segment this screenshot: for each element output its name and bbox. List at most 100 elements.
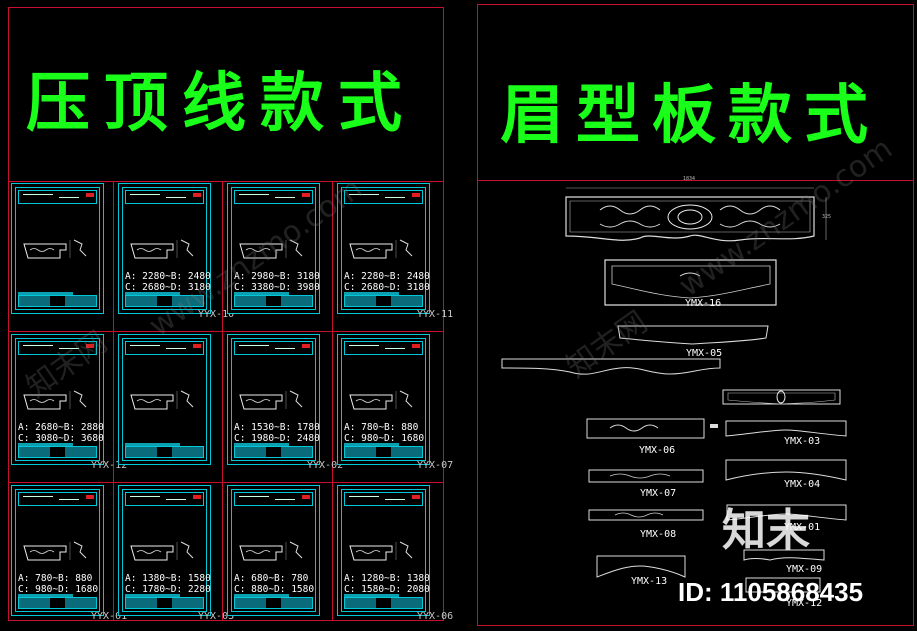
sheet-teal-bar (234, 594, 289, 598)
sheet-border (15, 489, 100, 612)
sheet-border (122, 338, 207, 461)
sheet-border (231, 338, 316, 461)
sheet-border (341, 338, 426, 461)
sheet-teal-bar (18, 443, 73, 447)
sheet-stamp (193, 344, 201, 348)
sheet-header (234, 492, 313, 506)
sheet-title-block (125, 597, 204, 609)
dimension-line-2: C: 2680~D: 3180 (344, 282, 430, 293)
dimension-line-1: A: 2280~B: 2480 (125, 271, 211, 282)
sheet-teal-bar (18, 594, 73, 598)
coping-profile-drawing (130, 541, 194, 561)
dimension-line-1: A: 1380~B: 1580 (125, 573, 211, 584)
piece-label: YMX-05 (686, 348, 723, 359)
sheet-teal-bar (125, 594, 180, 598)
dimension-line-2: C: 1980~D: 2480 (234, 433, 320, 444)
coping-profile-drawing (23, 239, 87, 259)
coping-profile-drawing (349, 390, 413, 410)
sheet-header (234, 341, 313, 355)
dimension-line-2: C: 880~D: 1580 (234, 584, 315, 595)
sheet-code-label: YYX-01 (91, 611, 128, 622)
sheet-header (18, 492, 97, 506)
sheet-teal-bar (234, 292, 289, 296)
piece-label: YMX-06 (639, 445, 676, 456)
right-panel-title: 眉型板款式 (500, 79, 880, 153)
left-panel-col-divider-1 (113, 181, 114, 621)
lintel-ymx-04 (725, 459, 847, 481)
sheet-title-block (18, 597, 97, 609)
lintel-long (501, 358, 721, 375)
sheet-border (231, 187, 316, 310)
piece-label: YMX-12 (786, 598, 823, 609)
sheet-teal-bar (234, 443, 289, 447)
sheet-header (344, 190, 423, 204)
dimension-line-2: C: 3380~D: 3980 (234, 282, 320, 293)
coping-profile-drawing (239, 239, 303, 259)
sheet-code-label: YYX-06 (417, 611, 454, 622)
dimension-line-2: C: 3080~D: 3680 (18, 433, 104, 444)
sheet-border (341, 187, 426, 310)
sheet-border (122, 489, 207, 612)
sheet-teal-bar (344, 594, 399, 598)
sheet-title-block (344, 446, 423, 458)
sheet-header (234, 190, 313, 204)
coping-profile-drawing (349, 541, 413, 561)
sheet-stamp (412, 495, 420, 499)
sheet-header (344, 492, 423, 506)
image-id-label: ID: 1105868435 (678, 577, 864, 607)
sheet-code-label: YYX-10 (198, 309, 235, 320)
lintel-ymx-06 (586, 418, 718, 439)
left-panel-title-divider (8, 181, 444, 182)
piece-label: YMX-01 (784, 522, 821, 533)
lintel-ymx-13 (596, 555, 686, 578)
sheet-code-label: YYX-07 (417, 460, 454, 471)
sheet-title-block (234, 295, 313, 307)
left-panel-title: 压顶线款式 (26, 67, 416, 141)
lintel-ymx-09 (743, 549, 825, 561)
lintel-large-carved (565, 196, 827, 242)
coping-profile-drawing (239, 541, 303, 561)
dimension-line-1: A: 780~B: 880 (18, 573, 93, 584)
sheet-title-block (18, 295, 97, 307)
piece-label: YMX-16 (685, 298, 722, 309)
piece-label: YMX-13 (631, 576, 668, 587)
sheet-title-block (344, 597, 423, 609)
sheet-stamp (302, 495, 310, 499)
left-panel-col-divider-3 (332, 181, 333, 621)
sheet-stamp (412, 344, 420, 348)
sheet-stamp (302, 344, 310, 348)
sheet-stamp (86, 344, 94, 348)
dimension-line-2: C: 1780~D: 2280 (125, 584, 211, 595)
lintel-ymx-01 (726, 504, 847, 521)
left-panel-frame (8, 7, 444, 621)
right-panel-frame (477, 4, 914, 626)
sheet-border (341, 489, 426, 612)
lintel-ymx-05 (617, 325, 769, 345)
lintel-ymx-08 (588, 509, 704, 521)
lintel-ymx-16 (604, 259, 777, 306)
sheet-title-block (125, 446, 204, 458)
sheet-title-block (234, 446, 313, 458)
coping-sheet (118, 334, 211, 465)
sheet-header (344, 341, 423, 355)
sheet-teal-bar (344, 443, 399, 447)
sheet-teal-bar (18, 292, 73, 296)
coping-profile-drawing (239, 390, 303, 410)
piece-label: YMX-09 (786, 564, 823, 575)
dimension-line-2: C: 1580~D: 2080 (344, 584, 430, 595)
brand-logo: 知末 (722, 505, 810, 556)
sheet-border (15, 187, 100, 310)
sheet-header (125, 190, 204, 204)
coping-profile-drawing (23, 541, 87, 561)
